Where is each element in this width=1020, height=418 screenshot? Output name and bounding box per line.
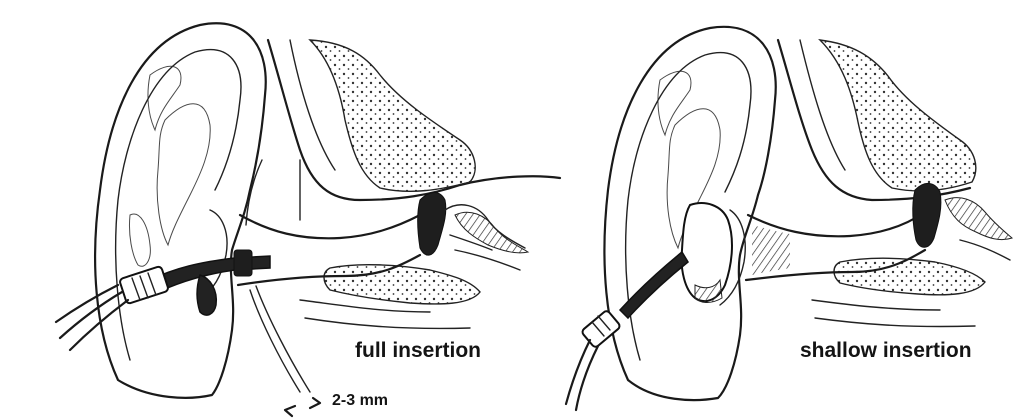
lower-bone-left bbox=[324, 265, 480, 304]
probe-tube-right bbox=[620, 252, 688, 318]
concha-shading-left bbox=[157, 104, 210, 245]
helix-inner-left bbox=[116, 50, 241, 360]
inner-ear-shading-right bbox=[945, 198, 1012, 240]
label-depth-measure: 2-3 mm bbox=[332, 392, 388, 409]
ossicles-right bbox=[913, 183, 941, 247]
measure-line-left bbox=[250, 286, 310, 392]
lower-bone-right bbox=[834, 258, 985, 295]
ossicles-left bbox=[418, 193, 446, 256]
canal-entry-shading-right bbox=[752, 225, 790, 275]
skull-inner-left bbox=[246, 40, 335, 225]
measure-arrow-up bbox=[310, 398, 320, 408]
label-full-insertion: full insertion bbox=[355, 339, 481, 362]
earmold-right bbox=[682, 203, 732, 301]
earmold-body-left bbox=[197, 275, 216, 315]
cable-right bbox=[566, 340, 598, 410]
full-insertion-panel bbox=[56, 23, 560, 416]
label-shallow-insertion: shallow insertion bbox=[800, 339, 972, 362]
lobe-shading-left bbox=[129, 214, 150, 266]
inner-ear-shading-left bbox=[455, 212, 528, 253]
cable-left bbox=[56, 285, 128, 350]
ear-canal-upper-left bbox=[240, 215, 420, 238]
measure-arrow-down bbox=[285, 406, 295, 416]
earmold-tip-left bbox=[234, 250, 252, 276]
